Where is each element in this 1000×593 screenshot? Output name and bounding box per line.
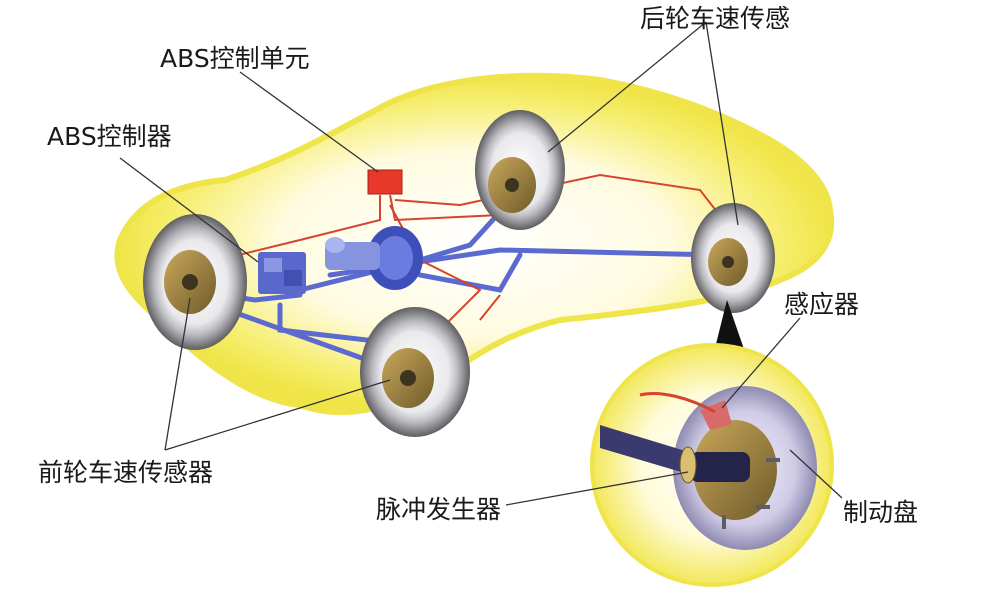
zoom-pointer — [714, 300, 745, 352]
rear-right-wheel — [691, 203, 775, 313]
front-left-wheel — [143, 214, 247, 350]
brake-booster — [325, 226, 423, 290]
abs-control-unit — [367, 169, 403, 195]
abs-controller — [258, 252, 306, 294]
zoom-detail — [590, 343, 834, 587]
label-pulse-generator: 脉冲发生器 — [376, 495, 502, 524]
label-sensor: 感应器 — [784, 290, 860, 319]
leader-lines — [119, 21, 843, 506]
label-front-wheel-speed-sensor: 前轮车速传感器 — [38, 458, 214, 487]
label-rear-wheel-speed-sensor: 后轮车速传感 — [640, 4, 791, 33]
front-right-wheel — [360, 307, 470, 437]
label-abs-controller: ABS控制器 — [47, 122, 172, 151]
rear-left-wheel — [475, 110, 565, 230]
label-abs-control-unit: ABS控制单元 — [160, 44, 310, 73]
label-brake-disc: 制动盘 — [843, 498, 919, 527]
